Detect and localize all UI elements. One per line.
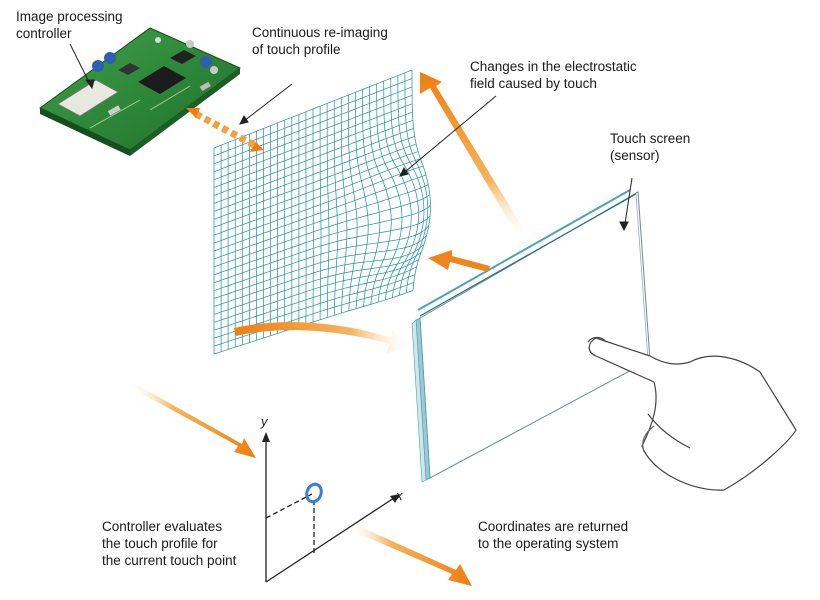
mesh-line-horizontal [213, 151, 419, 228]
touch-screen-panel [411, 189, 651, 483]
mesh-line-horizontal [213, 244, 425, 307]
arrow-screen-to-mesh [428, 250, 490, 272]
mesh-line-horizontal [213, 94, 413, 173]
mesh-line-horizontal [213, 119, 414, 196]
arrow-screen-to-left [234, 322, 414, 354]
label-electrostatic-field: Changes in the electrostatic field cause… [470, 59, 637, 91]
mesh-line-horizontal [213, 252, 422, 315]
mesh-line-horizontal [213, 111, 413, 188]
mesh-line-horizontal [213, 266, 417, 331]
arrow-mesh-board [186, 108, 264, 152]
mesh-line-horizontal [213, 282, 414, 347]
mesh-line-horizontal [213, 165, 424, 244]
mesh-line-horizontal [213, 128, 414, 204]
mesh-line-horizontal [213, 215, 431, 284]
mesh-line-horizontal [213, 194, 431, 268]
label-coordinates-returned: Coordinates are returned to the operatin… [478, 519, 629, 551]
label-image-processing-controller: Image processing controller [16, 9, 123, 41]
mesh-line-vertical [411, 70, 431, 291]
axis-label-x: x [396, 488, 403, 503]
mesh-line-horizontal [213, 86, 413, 165]
hand-icon [587, 336, 797, 491]
mesh-line-horizontal [213, 136, 415, 212]
mesh-line-horizontal [213, 184, 429, 260]
mesh-line-horizontal [213, 259, 419, 323]
mesh-line-horizontal [213, 225, 429, 291]
axis-label-y: y [261, 414, 268, 429]
mesh-line-horizontal [213, 78, 413, 157]
label-touch-screen: Touch screen (sensor) [610, 131, 691, 163]
label-controller-evaluates: Controller evaluates the touch profile f… [102, 519, 237, 568]
mesh-line-horizontal [213, 290, 414, 355]
touch-profile-mesh [213, 69, 431, 355]
arrow-to-os [346, 522, 472, 586]
mesh-line-horizontal [213, 174, 427, 252]
touch-point-ring-icon [305, 482, 323, 504]
circuit-board-icon [39, 27, 241, 156]
callout-lines [69, 43, 633, 232]
arrow-screen-to-board [420, 72, 528, 240]
mesh-line-horizontal [213, 143, 417, 220]
label-continuous-reimaging: Continuous re-imaging of touch profile [252, 25, 388, 57]
mesh-line-horizontal [213, 103, 413, 181]
coordinate-axes [262, 432, 400, 583]
mesh-line-horizontal [213, 204, 431, 276]
mesh-line-horizontal [213, 158, 421, 236]
mesh-line-horizontal [213, 235, 427, 299]
mesh-line-horizontal [213, 69, 413, 149]
arrow-to-controller [128, 382, 256, 458]
